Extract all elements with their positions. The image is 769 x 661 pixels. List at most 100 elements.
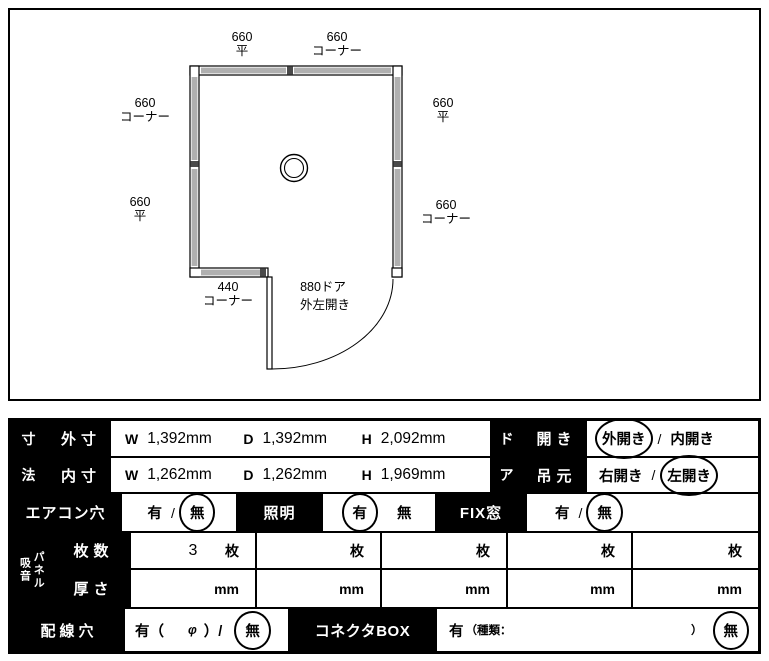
outer-dim-values: W 1,392mm D 1,392mm H 2,092mm — [111, 421, 492, 456]
option-yes: 有 — [555, 506, 570, 522]
door-leaf — [266, 276, 273, 370]
aircon-hole-label: エアコン穴 — [11, 494, 122, 531]
outer-width-group: W 1,392mm — [125, 430, 243, 448]
panel-thickness-row: 厚さ mm mm mm mm — [53, 570, 758, 607]
label-right-top-dim: 660 — [433, 96, 454, 110]
floor-plan-box: 660 平 660 コーナー 660 コーナー 660 平 660 平 — [8, 8, 761, 401]
panel-thickness-cell-2: mm — [257, 570, 382, 607]
door-opening-options: 外開き / 内開き — [587, 418, 758, 459]
separator-slash: / — [578, 504, 583, 521]
row-outer-dims: 寸 外寸 W 1,392mm D 1,392mm H 2,092mm ド 開き — [11, 418, 758, 459]
label-top-left-type: 平 — [236, 44, 249, 58]
panel-thickness-unit-5: mm — [717, 580, 742, 597]
label-door: 880ドア 外左開き — [300, 280, 350, 312]
row-inner-dims: 法 内寸 W 1,262mm D 1,262mm H 1,969mm ア 吊元 — [11, 454, 758, 496]
label-right-bottom-dim: 660 — [436, 198, 457, 212]
kind-label: （種類： — [465, 625, 512, 637]
label-top-left-dim: 660 — [232, 30, 253, 44]
label-top-right-dim: 660 — [327, 30, 348, 44]
panel-thickness-label: 厚さ — [53, 570, 131, 607]
fix-window-label: FIX窓 — [437, 494, 527, 531]
door-opening-label: 開き — [523, 421, 587, 456]
label-left-top-panel: 660 コーナー — [120, 96, 170, 124]
w-label: W — [125, 430, 139, 447]
panel-count-cell-2: 枚 — [257, 533, 382, 568]
d-label: D — [243, 430, 254, 447]
floor-plan-drawing: 660 平 660 コーナー 660 コーナー 660 平 660 平 — [120, 30, 471, 370]
outer-width-value: 1,392mm — [147, 429, 212, 447]
panel-thickness-cell-5: mm — [633, 570, 758, 607]
label-left-bottom-panel: 660 平 — [130, 195, 151, 223]
absorber-panel-rows: 枚数 3 枚 枚 枚 枚 — [53, 533, 758, 607]
outer-height-group: H 2,092mm — [362, 430, 480, 448]
absorber-panel-label-col1: 吸音 — [18, 557, 31, 583]
label-right-top-type: 平 — [437, 110, 450, 124]
separator-slash: / — [171, 504, 175, 521]
panel-count-row: 枚数 3 枚 枚 枚 枚 — [53, 533, 758, 570]
label-left-bottom-dim: 660 — [130, 195, 151, 209]
header-sun: 寸 — [11, 421, 48, 456]
option-inward-open: 内開き — [670, 432, 714, 448]
inner-dim-label: 内寸 — [48, 458, 111, 492]
panel-count-cell-4: 枚 — [508, 533, 633, 568]
panel-thickness-cell-1: mm — [131, 570, 257, 607]
wall-bottom-right-corner — [391, 267, 403, 278]
h-label: H — [361, 430, 372, 447]
option-none: 無 — [397, 506, 412, 522]
w-label: W — [125, 467, 139, 483]
hinge-side-label: 吊元 — [523, 458, 587, 492]
connector-box-label: コネクタBOX — [290, 609, 437, 651]
label-bottom-left-dim: 440 — [218, 280, 239, 294]
panel-thickness-unit-4: mm — [590, 580, 615, 597]
separator-slash: / — [657, 430, 662, 447]
fix-window-options: 有 / 無 — [527, 493, 758, 532]
option-outward-open-selected: 外開き — [595, 418, 653, 459]
header-a: ア — [492, 458, 523, 492]
hinge-side-options: 右開き / 左開き — [587, 454, 758, 496]
inner-width-group: W 1,262mm — [125, 466, 243, 484]
option-none-selected: 無 — [712, 610, 749, 650]
panel-count-unit-2: 枚 — [350, 542, 364, 559]
absorber-panel-block: 吸音 パネル 枚数 3 枚 枚 枚 — [11, 533, 758, 609]
diameter-phi-symbol: φ — [188, 623, 197, 637]
label-left-top-type: コーナー — [120, 110, 170, 124]
label-left-bottom-type: 平 — [134, 209, 147, 223]
inner-height-value: 1,969mm — [380, 466, 446, 483]
outer-height-value: 2,092mm — [380, 429, 446, 447]
panel-count-unit-3: 枚 — [476, 542, 490, 559]
label-right-top-panel: 660 平 — [433, 96, 454, 124]
inner-height-group: H 1,969mm — [362, 466, 480, 484]
lighting-label: 照明 — [238, 494, 323, 531]
wiring-hole-options: 有（ φ ）/ 無 — [125, 609, 290, 651]
option-yes: 有 — [147, 506, 163, 522]
option-yes-selected: 有 — [341, 493, 378, 532]
spec-table: 寸 外寸 W 1,392mm D 1,392mm H 2,092mm ド 開き — [8, 418, 761, 654]
wiring-hole-label: 配線穴 — [11, 609, 125, 651]
inner-width-value: 1,262mm — [147, 466, 212, 483]
header-do: ド — [492, 421, 523, 456]
inner-depth-group: D 1,262mm — [243, 466, 361, 484]
option-none-selected: 無 — [586, 493, 623, 532]
label-top-right-panel: 660 コーナー — [312, 30, 362, 58]
panel-count-value-1: 3 — [188, 541, 198, 559]
absorber-panel-label-col2: パネル — [32, 550, 45, 590]
panel-count-cell-3: 枚 — [382, 533, 508, 568]
label-top-left-panel: 660 平 — [232, 30, 253, 58]
label-left-top-dim: 660 — [135, 96, 156, 110]
label-top-right-type: コーナー — [312, 44, 362, 58]
door-swing-arc — [271, 278, 394, 370]
label-door-dim: 880ドア — [300, 280, 346, 294]
panel-thickness-unit-2: mm — [339, 580, 364, 597]
close-paren-slash: ）/ — [203, 623, 223, 640]
header-hou: 法 — [11, 458, 48, 492]
panel-count-unit-1: 枚 — [225, 542, 239, 559]
label-bottom-left-type: コーナー — [203, 294, 253, 308]
panel-count-unit-5: 枚 — [728, 542, 742, 559]
label-right-bottom-panel: 660 コーナー — [421, 198, 471, 226]
wall-panels — [191, 67, 401, 276]
panel-count-cell-1: 3 枚 — [131, 533, 257, 568]
panel-thickness-unit-1: mm — [214, 580, 239, 597]
label-bottom-left-panel: 440 コーナー — [203, 280, 253, 308]
row-wiring: 配線穴 有（ φ ）/ 無 コネクタBOX 有 （種類： ） 無 — [11, 609, 758, 651]
